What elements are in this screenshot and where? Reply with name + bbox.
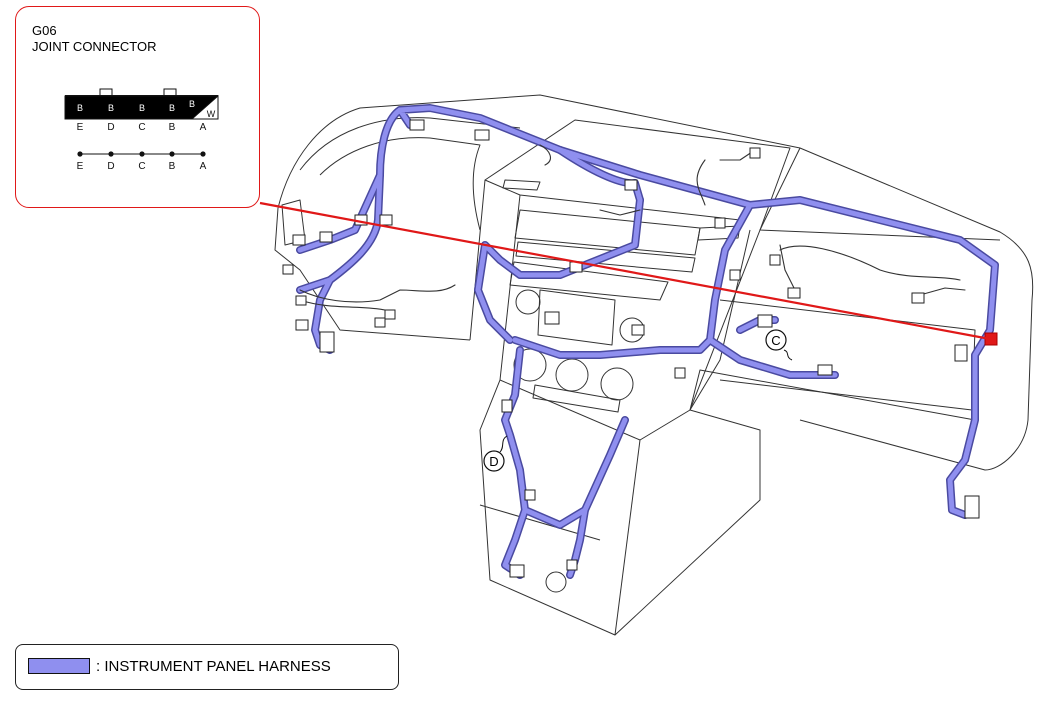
- callout-pointer-line: [259, 201, 991, 341]
- marker-c: C: [765, 329, 793, 361]
- marker-d: D: [483, 435, 508, 472]
- connector-callout: G06 JOINT CONNECTOR B B B B B W E D C B …: [15, 6, 260, 208]
- pin-label-d: D: [107, 122, 114, 133]
- top-label-1: B: [77, 103, 83, 113]
- legend-label: : INSTRUMENT PANEL HARNESS: [96, 658, 331, 675]
- legend: : INSTRUMENT PANEL HARNESS: [15, 644, 399, 690]
- top-label-5: B: [189, 99, 195, 109]
- schematic-label-a: A: [200, 161, 207, 172]
- pin-label-c: C: [138, 122, 145, 133]
- corner-label: W: [207, 109, 216, 119]
- connector-code: G06: [32, 23, 57, 38]
- connector-blocks: [282, 119, 980, 578]
- legend-swatch: [28, 658, 90, 674]
- schematic-label-c: C: [138, 161, 145, 172]
- connector-body: [65, 96, 218, 119]
- marker-c-label: C: [771, 333, 780, 348]
- instrument-panel-harness: [296, 104, 999, 579]
- top-label-4: B: [169, 103, 175, 113]
- pin-label-e: E: [77, 122, 84, 133]
- schematic-label-b: B: [169, 161, 176, 172]
- marker-d-label: D: [489, 454, 498, 469]
- top-label-2: B: [108, 103, 114, 113]
- schematic-label-e: E: [77, 161, 84, 172]
- connector-face-diagram: B B B B B W E D C B A E D C B A: [64, 88, 219, 172]
- pin-label-b: B: [169, 122, 176, 133]
- pin-label-a: A: [200, 122, 207, 133]
- connector-name: JOINT CONNECTOR: [32, 39, 157, 54]
- schematic-label-d: D: [107, 161, 114, 172]
- top-label-3: B: [139, 103, 145, 113]
